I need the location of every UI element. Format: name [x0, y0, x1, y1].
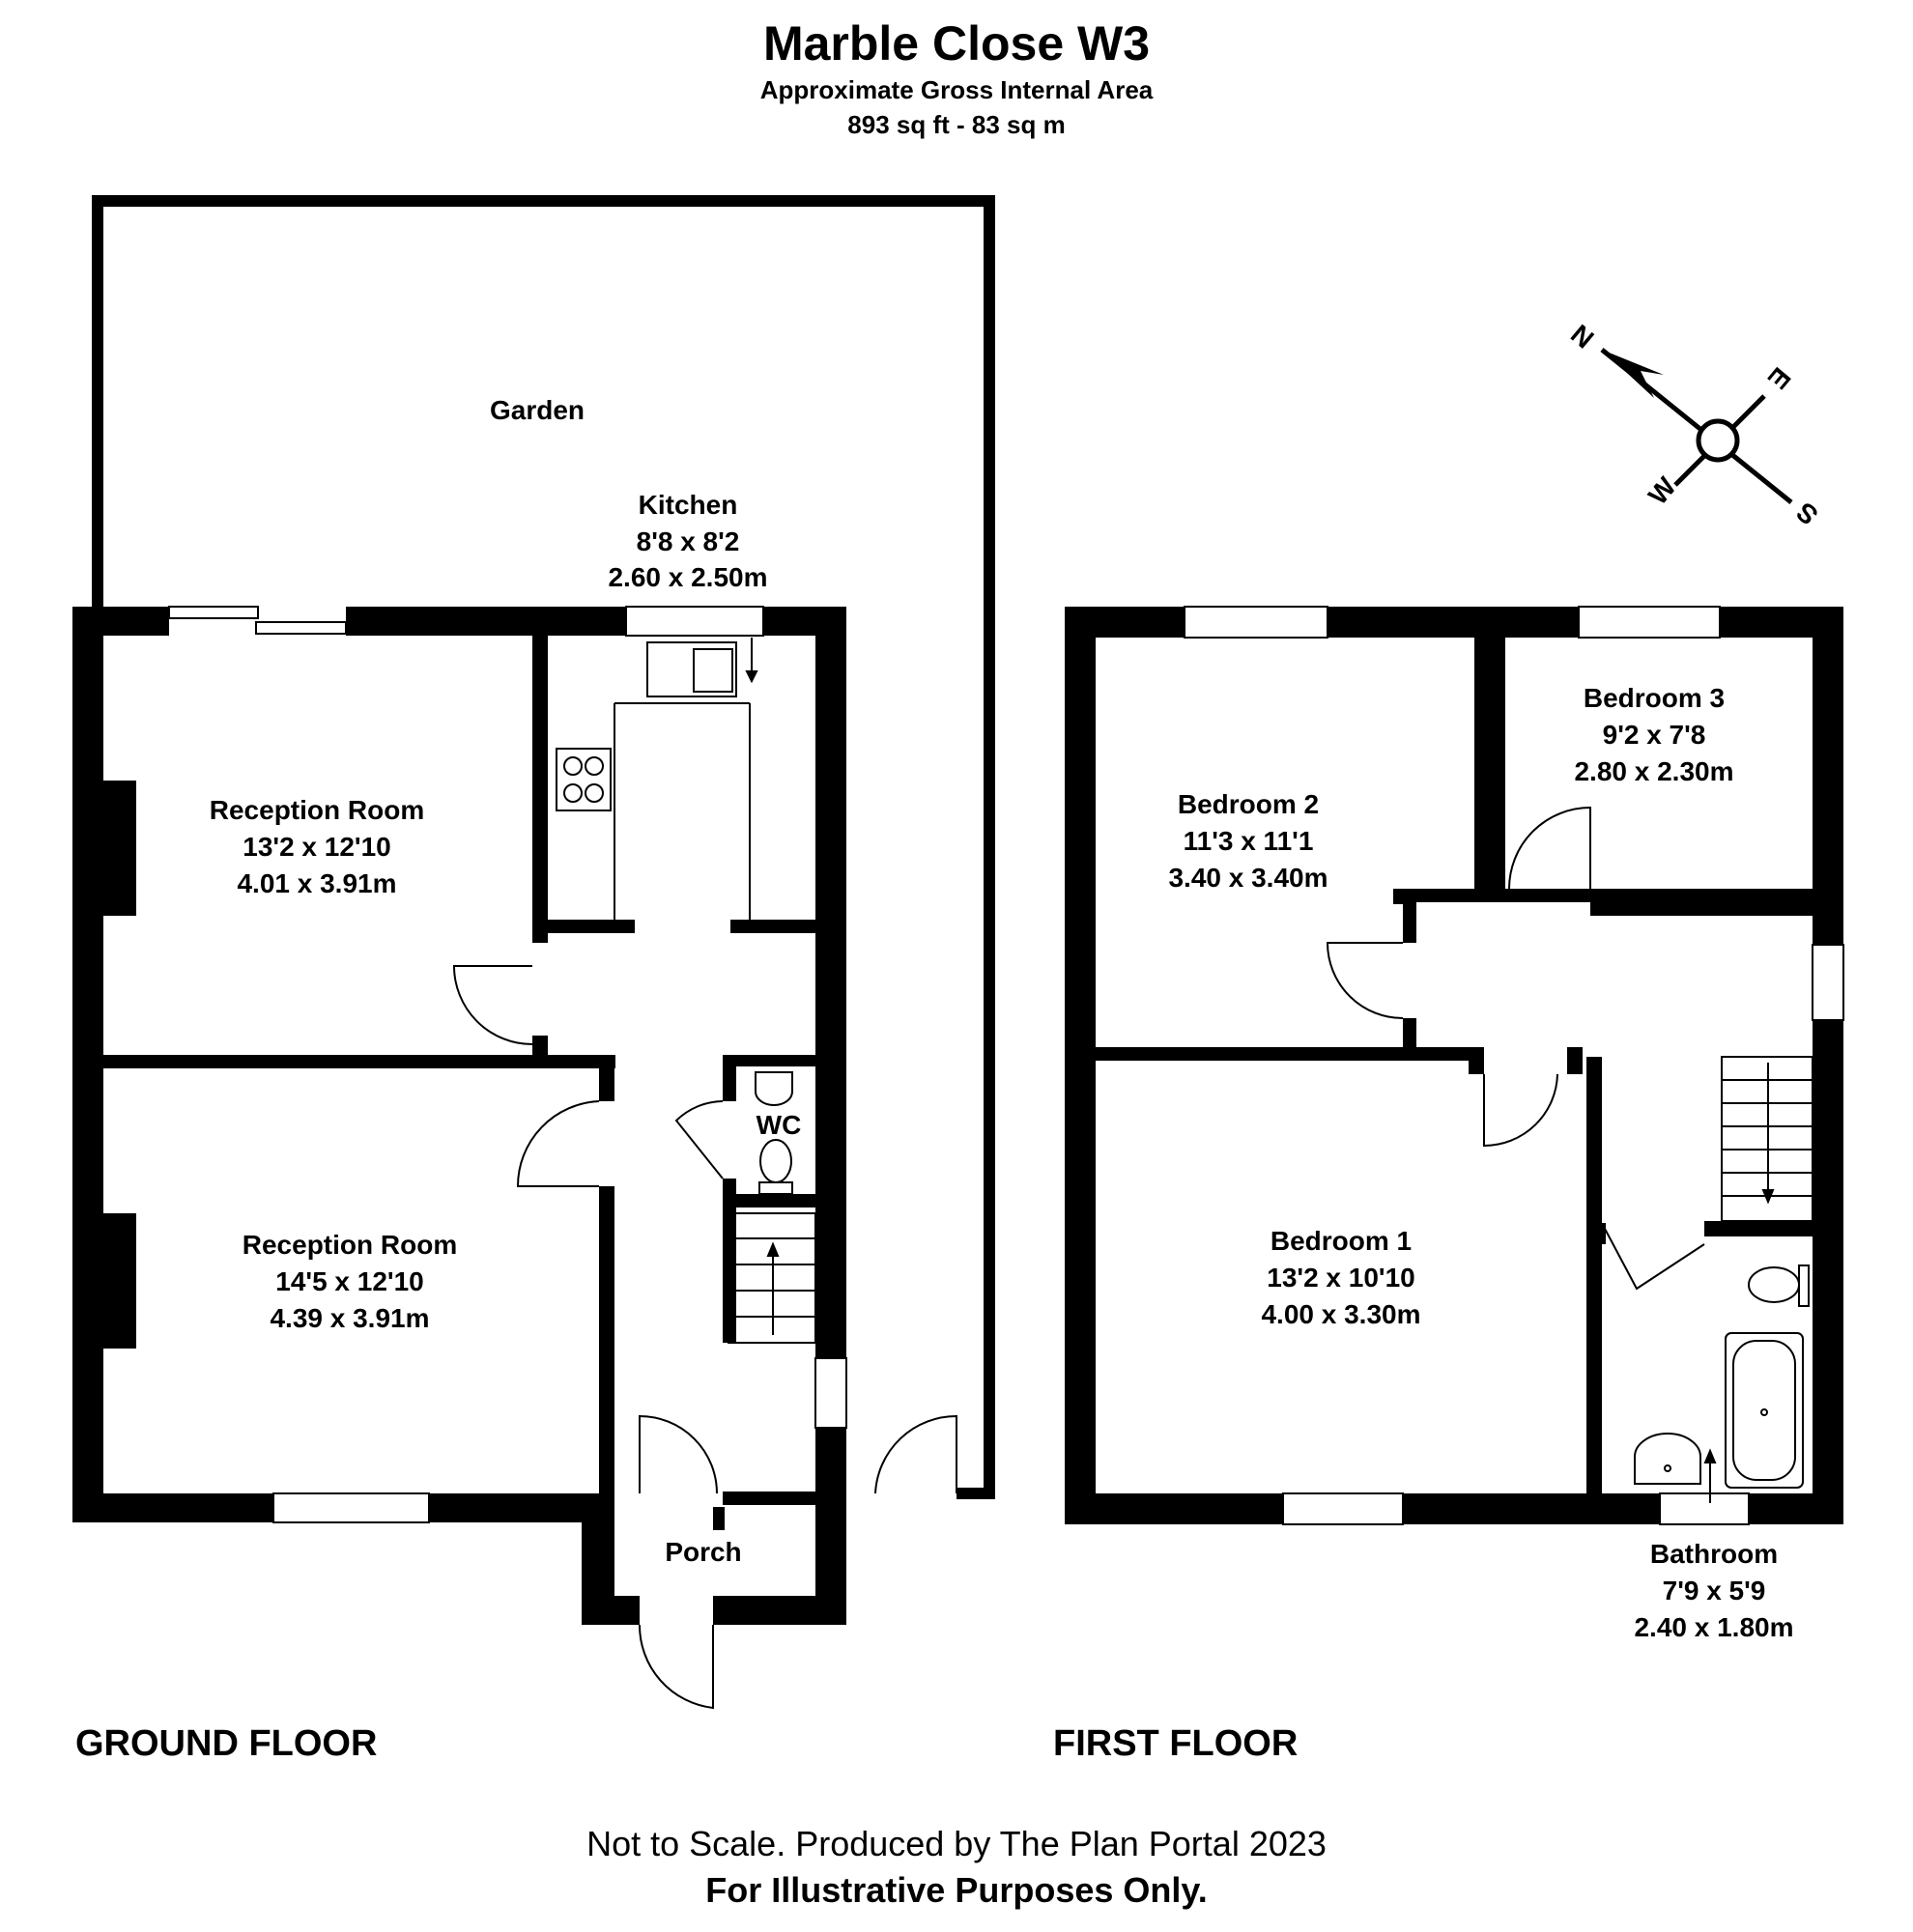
ground-floor-doors: [452, 965, 957, 1710]
kitchen-metric: 2.60 x 2.50m: [608, 562, 767, 592]
footer-disclaimer: Not to Scale. Produced by The Plan Porta…: [586, 1824, 1327, 1863]
ground-floor-stairs: [728, 1212, 816, 1344]
footer-illustrative: For Illustrative Purposes Only.: [705, 1870, 1208, 1910]
first-floor-plan: Bedroom 3 9'2 x 7'8 2.80 x 2.30m Bedroom…: [1065, 606, 1844, 1642]
wc-label: WC: [757, 1110, 802, 1140]
bathroom-fittings: [1634, 1264, 1810, 1503]
bedroom-3-name: Bedroom 3: [1584, 683, 1725, 713]
bedroom-3-metric: 2.80 x 2.30m: [1574, 756, 1733, 786]
porch-label: Porch: [665, 1537, 741, 1567]
bedroom-2-metric: 3.40 x 3.40m: [1168, 863, 1328, 893]
compass-west: W: [1642, 471, 1682, 511]
ground-floor-walls: [72, 607, 846, 1625]
bathroom-imperial: 7'9 x 5'9: [1663, 1576, 1766, 1605]
ground-floor-plan: Garden Kitchen 8'8 x 8'2 2.60 x 2.50m Re…: [72, 195, 995, 1710]
plan-title: Marble Close W3: [762, 16, 1151, 71]
bedroom-1-name: Bedroom 1: [1271, 1226, 1412, 1256]
first-floor-stairs: [1721, 1056, 1813, 1222]
bedroom-1-metric: 4.00 x 3.30m: [1261, 1299, 1420, 1329]
bedroom-3-imperial: 9'2 x 7'8: [1603, 720, 1706, 750]
compass-east: E: [1762, 362, 1797, 395]
first-floor-label: FIRST FLOOR: [1053, 1723, 1299, 1764]
garden-label: Garden: [490, 395, 585, 425]
first-floor-walls-upper: [1478, 889, 1813, 904]
garden-boundary: [92, 195, 995, 1499]
first-floor-doors: [1326, 806, 1705, 1291]
first-floor-windows: [1184, 606, 1844, 1525]
plan-area: 893 sq ft - 83 sq m: [847, 110, 1066, 139]
first-floor-walls: [1065, 607, 1843, 1524]
wc-fittings: [755, 1071, 793, 1195]
kitchen-fittings: [556, 638, 758, 920]
reception-2-imperial: 14'5 x 12'10: [275, 1266, 423, 1296]
kitchen-name: Kitchen: [639, 490, 738, 520]
compass-north: N: [1565, 319, 1599, 355]
ground-floor-label: GROUND FLOOR: [75, 1723, 378, 1764]
reception-1-imperial: 13'2 x 12'10: [243, 832, 390, 862]
bedroom-2-imperial: 11'3 x 11'1: [1184, 826, 1314, 856]
bedroom-2-name: Bedroom 2: [1178, 789, 1319, 819]
reception-1-name: Reception Room: [210, 795, 424, 825]
bedroom-1-imperial: 13'2 x 10'10: [1267, 1263, 1414, 1293]
reception-2-name: Reception Room: [243, 1230, 457, 1260]
bathroom-metric: 2.40 x 1.80m: [1634, 1612, 1793, 1642]
reception-1-metric: 4.01 x 3.91m: [237, 868, 396, 898]
bathroom-name: Bathroom: [1650, 1539, 1778, 1569]
ground-floor-windows: [168, 606, 847, 1523]
plan-subtitle: Approximate Gross Internal Area: [759, 75, 1154, 104]
kitchen-imperial: 8'8 x 8'2: [637, 526, 740, 556]
compass-south: S: [1790, 497, 1823, 531]
reception-2-metric: 4.39 x 3.91m: [270, 1303, 429, 1333]
compass-rose: N E S W: [1565, 319, 1823, 530]
north-arrow-icon: [1602, 350, 1664, 398]
